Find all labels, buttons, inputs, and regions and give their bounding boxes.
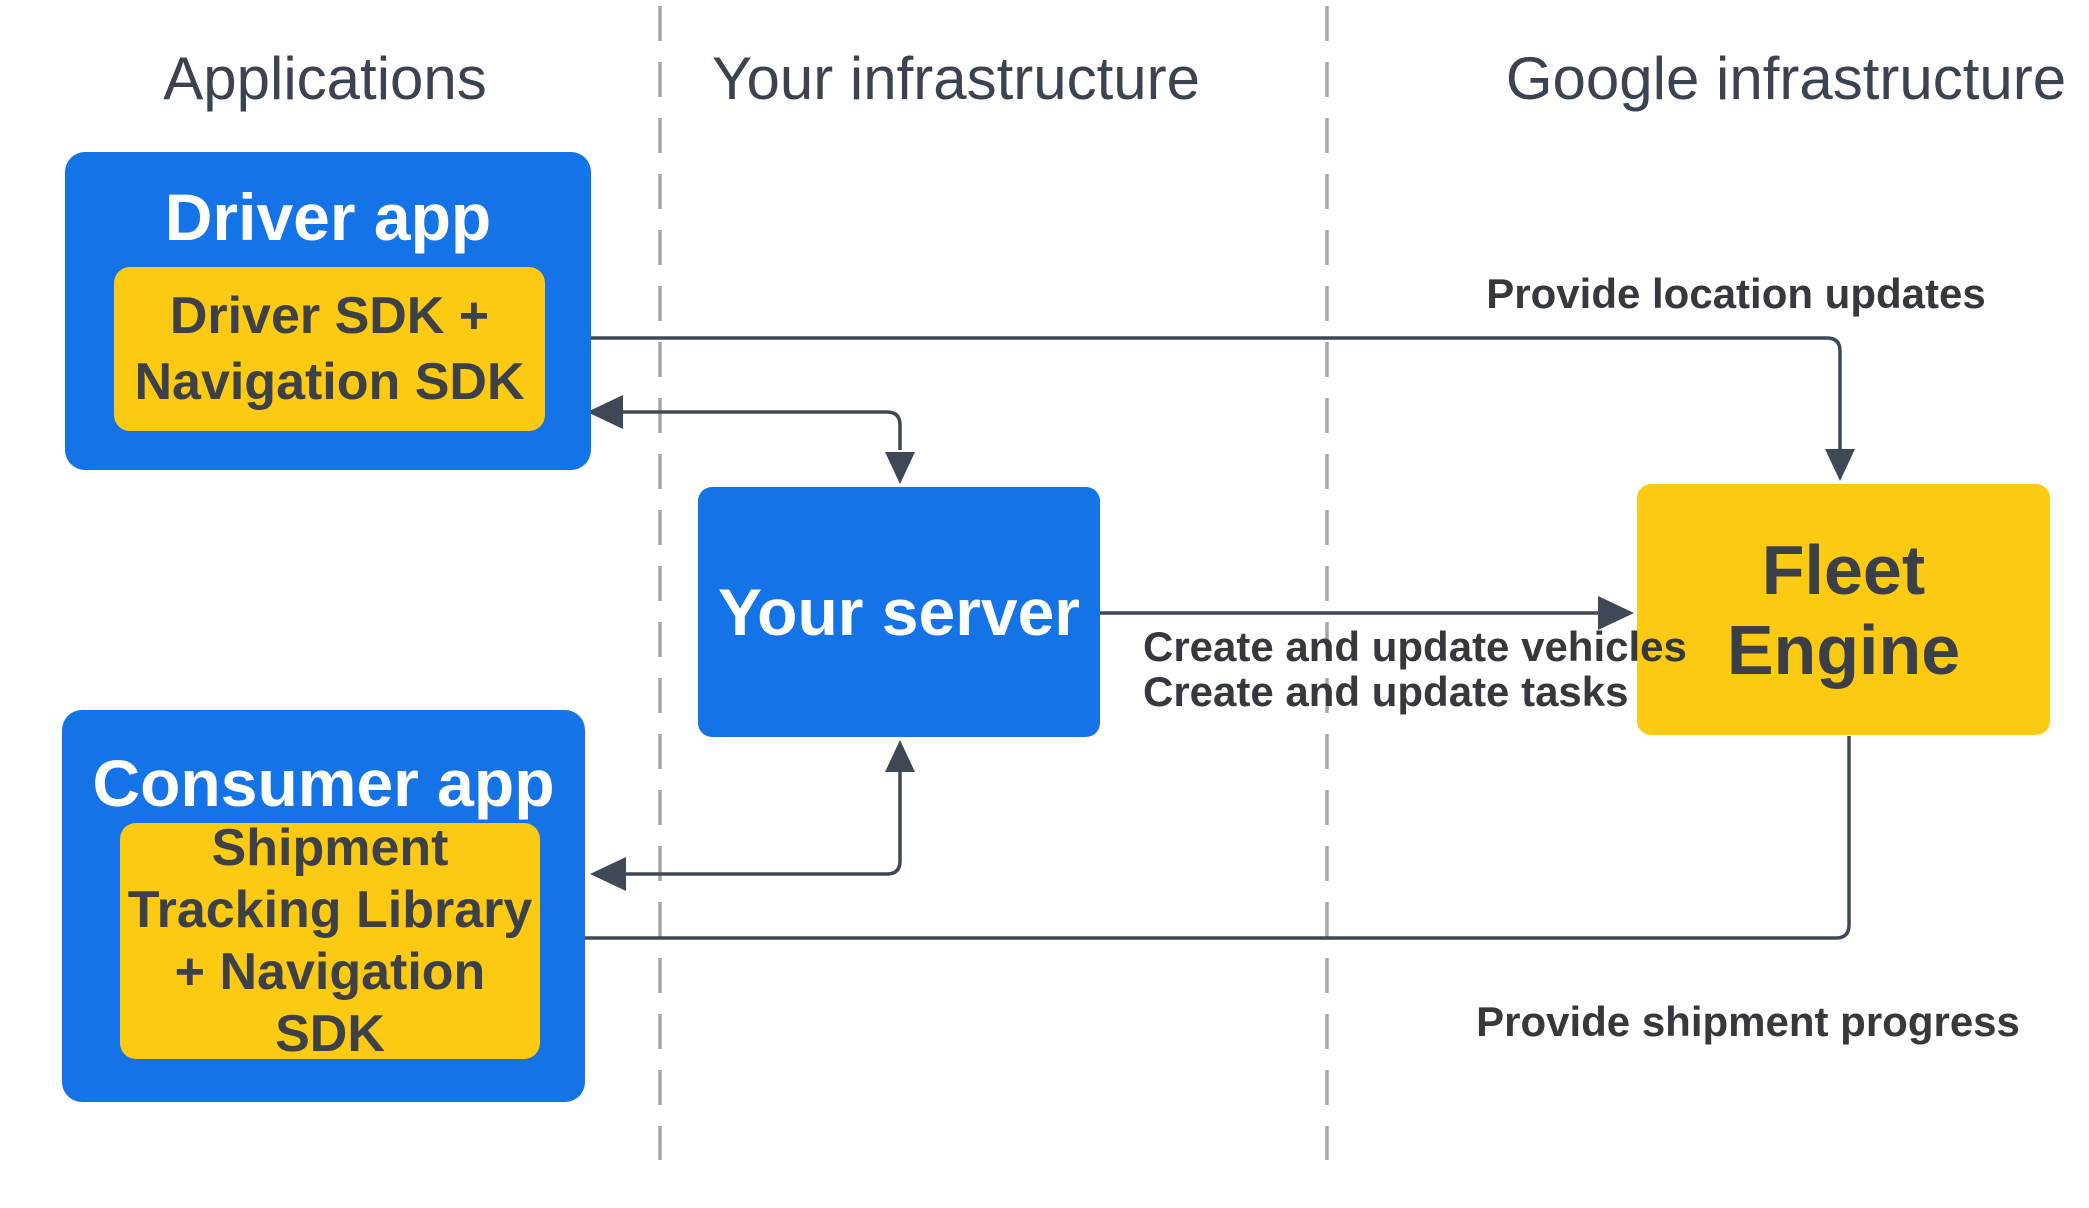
label-provide-location-updates: Provide location updates <box>1486 270 1986 317</box>
arrowhead-right-into-fleet-engine <box>1598 596 1634 630</box>
shipment-library-line-2: Tracking Library <box>127 881 533 939</box>
edge-driver-app-your-server <box>587 395 915 484</box>
arrowhead-down-into-fleet-engine <box>1825 449 1855 481</box>
fleet-engine-box: Fleet Engine <box>1637 484 2050 735</box>
driver-app-title: Driver app <box>164 180 492 254</box>
arrowhead-left-into-consumer-app <box>590 857 626 891</box>
column-header-google-infrastructure: Google infrastructure <box>1505 45 2067 112</box>
fleet-engine-title: Fleet Engine <box>1726 530 1961 689</box>
driver-sdk-line-2: Navigation SDK <box>134 353 525 411</box>
shipment-library-line-3: + Navigation SDK <box>174 943 486 1063</box>
column-header-your-infrastructure: Your infrastructure <box>711 45 1201 112</box>
column-header-applications: Applications <box>163 45 487 112</box>
edge-provide-location-updates <box>546 321 1855 481</box>
label-provide-shipment-progress: Provide shipment progress <box>1476 998 2020 1045</box>
driver-sdk-box: Driver SDK + Navigation SDK <box>114 267 545 431</box>
driver-sdk-line-1: Driver SDK + <box>169 287 490 345</box>
driver-app-box: Driver app Driver SDK + Navigation SDK <box>65 152 591 470</box>
edge-your-server-consumer-app <box>590 740 915 891</box>
consumer-app-title: Consumer app <box>92 746 555 820</box>
arrowhead-up-into-your-server <box>885 740 915 772</box>
arrowhead-down-into-your-server <box>885 452 915 484</box>
shipment-library-line-1: Shipment <box>211 819 449 877</box>
shipment-tracking-library-box: Shipment Tracking Library + Navigation S… <box>120 819 540 1063</box>
your-server-title: Your server <box>718 575 1080 649</box>
label-create-and-update: Create and update vehicles Create and up… <box>1143 624 1687 714</box>
label-create-update-tasks: Create and update tasks <box>1143 668 1629 715</box>
consumer-app-box: Consumer app Shipment Tracking Library +… <box>62 710 585 1102</box>
edge-create-and-update <box>1100 596 1634 630</box>
arrowhead-left-into-driver-app <box>587 395 623 429</box>
edge-provide-shipment-progress <box>546 736 1851 955</box>
your-server-box: Your server <box>698 487 1100 737</box>
label-create-update-vehicles: Create and update vehicles <box>1143 623 1687 670</box>
